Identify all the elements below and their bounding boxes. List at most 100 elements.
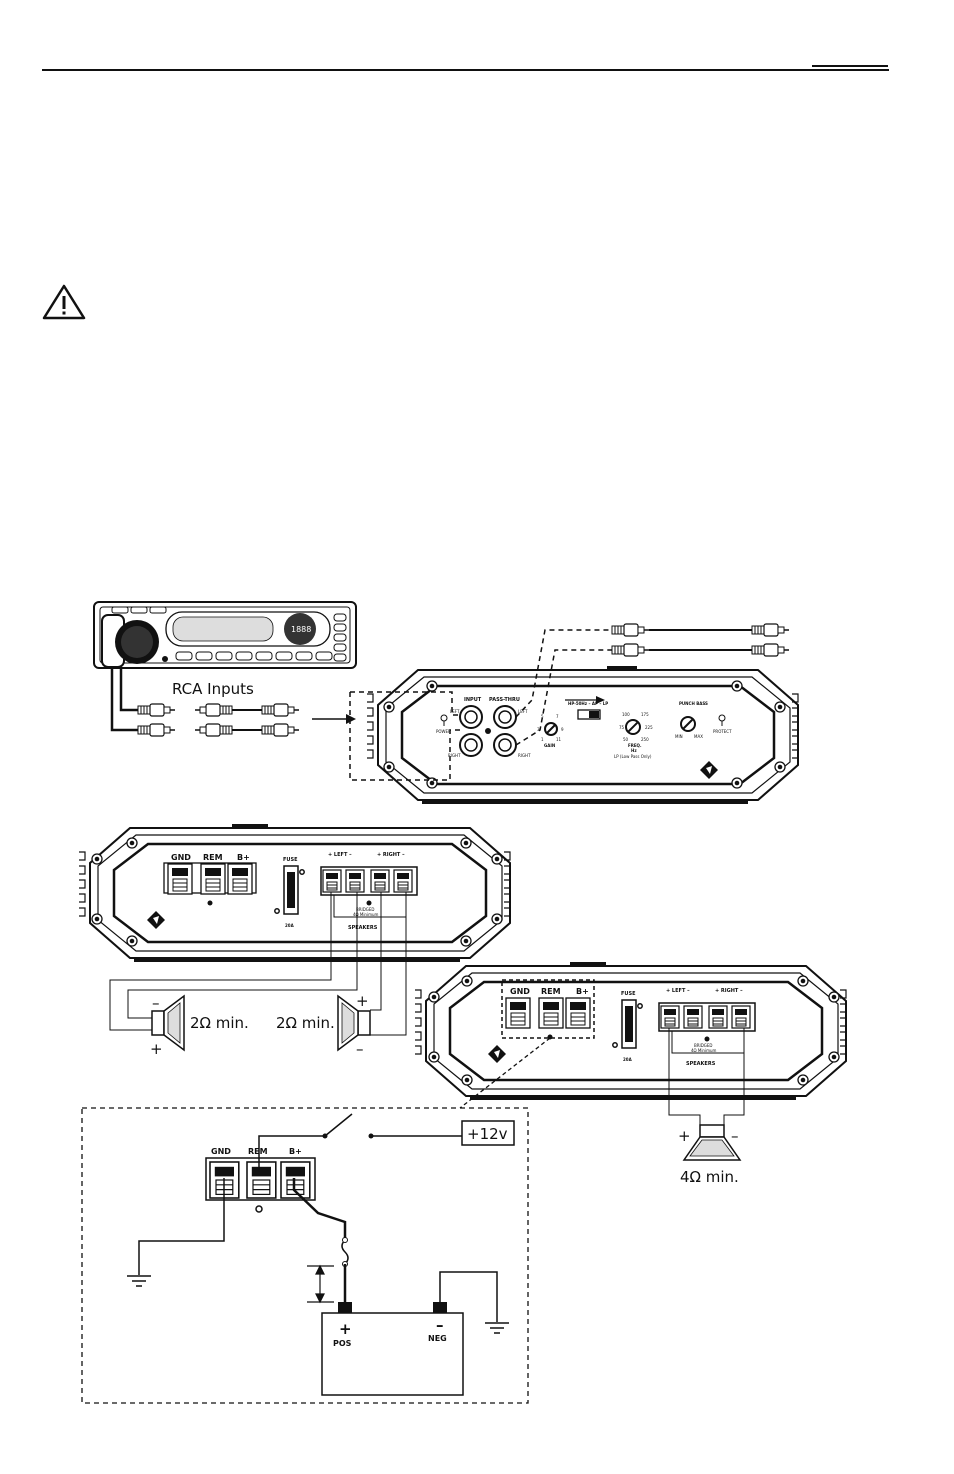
punch-bass-knob[interactable]	[680, 716, 696, 732]
speaker-terminal-left-minus	[345, 869, 365, 893]
gnd-terminal	[167, 863, 193, 895]
warning-icon	[42, 284, 86, 320]
punch-bass-label: PUNCH BASS	[679, 701, 708, 706]
amplifier-terminal-panel-bridged: GND REM B+ FUSE 20A + LEFT – + RIGHT – B…	[414, 962, 848, 1100]
speaker-terminal-right-plus	[370, 869, 390, 893]
input-left-label: LEFT	[450, 709, 460, 714]
gain-tick-3: 3	[537, 727, 540, 732]
gain-tick-9: 9	[561, 727, 564, 732]
right-channel-label: + RIGHT –	[715, 988, 743, 994]
left-speaker-plus: +	[150, 1040, 163, 1058]
rem-terminal-detail	[246, 1161, 277, 1199]
left-speaker-minus: –	[152, 994, 160, 1012]
rca-inputs-label: RCA Inputs	[172, 680, 254, 698]
battery-ground-icon	[485, 1322, 509, 1334]
speaker-wires-stereo	[109, 892, 407, 1036]
freq-tick-100: 100	[622, 712, 630, 717]
bplus-label: B+	[289, 1147, 302, 1156]
left-channel-label: + LEFT –	[666, 988, 690, 994]
input-left-jack[interactable]	[459, 705, 483, 729]
bplus-label: B+	[576, 987, 589, 996]
gain-tick-11: 11	[556, 737, 562, 742]
crossover-mode-switch[interactable]	[577, 709, 601, 720]
head-unit: 1888	[93, 601, 357, 669]
freq-knob[interactable]	[625, 719, 641, 735]
rem-label: REM	[541, 987, 561, 996]
freq-hz-label: Hz	[631, 748, 637, 753]
freq-tick-75: 75	[619, 725, 625, 730]
bridged-speaker-icon	[682, 1124, 742, 1161]
gain-label: GAIN	[544, 743, 555, 748]
remote-switch-icon	[324, 1113, 353, 1137]
mode-switch-label: HP-50Hz – AP – LP	[568, 701, 608, 706]
gain-tick-7: 7	[556, 714, 559, 719]
battery-plus-sign: +	[339, 1320, 352, 1338]
fuse-label: FUSE	[283, 857, 298, 863]
bridged-speaker-minus: –	[731, 1127, 739, 1145]
freq-tick-250: 250	[641, 737, 649, 742]
fuse-distance-indicator	[307, 1264, 334, 1304]
fuse-holder	[612, 999, 643, 1049]
pass-thru-right-label: RIGHT	[518, 753, 531, 758]
speakers-label: SPEAKERS	[348, 925, 378, 931]
pass-thru-right-jack[interactable]	[493, 733, 517, 757]
input-right-jack[interactable]	[459, 733, 483, 757]
gain-knob[interactable]	[544, 722, 558, 736]
right-speaker-minus: –	[356, 1040, 364, 1058]
bridged-speaker-plus: +	[678, 1127, 691, 1145]
twelve-volt-label: +12v	[467, 1125, 508, 1143]
gnd-label: GND	[171, 853, 191, 862]
speaker-terminal-right-minus	[731, 1005, 751, 1029]
gnd-terminal	[505, 997, 531, 1029]
rem-terminal	[200, 863, 226, 895]
signal-arrow-icon	[312, 714, 356, 724]
bridged-label: BRIDGED	[356, 907, 375, 912]
power-led-label: POWER	[436, 729, 451, 734]
freq-tick-50: 50	[623, 737, 629, 742]
power-wiring-detail: GND REM B+ +12v	[81, 1107, 529, 1404]
rca-plug-set	[137, 703, 300, 737]
right-channel-label: + RIGHT –	[377, 852, 405, 858]
left-speaker-icon	[151, 994, 185, 1052]
svg-text:1888: 1888	[291, 625, 311, 634]
freq-tick-175: 175	[641, 712, 649, 717]
pass-thru-left-jack[interactable]	[493, 705, 517, 729]
protect-led-label: PROTECT	[713, 729, 732, 734]
freq-tick-225: 225	[645, 725, 653, 730]
bridged-min-label: 4Ω Minimum	[353, 912, 379, 917]
battery-icon	[321, 1302, 464, 1396]
gain-tick-5: 5	[541, 714, 544, 719]
battery-minus-sign: –	[436, 1316, 444, 1334]
battery-neg-label: NEG	[428, 1334, 447, 1343]
input-right-label: RIGHT	[448, 753, 461, 758]
rca-cables-from-head-unit	[110, 668, 138, 732]
input-label: INPUT	[464, 697, 482, 703]
header-tab-rule	[812, 65, 888, 67]
fuse-holder	[274, 865, 305, 915]
bplus-label: B+	[237, 853, 250, 862]
gnd-label: GND	[211, 1147, 231, 1156]
inline-fuse-icon	[341, 1239, 349, 1265]
bplus-terminal	[227, 863, 253, 895]
speaker-terminal-left-plus	[660, 1005, 680, 1029]
header-rule	[42, 69, 889, 71]
bplus-terminal	[565, 997, 591, 1029]
right-speaker-plus: +	[356, 992, 369, 1010]
fuse-rating-label: 20A	[623, 1057, 633, 1062]
left-channel-label: + LEFT –	[328, 852, 352, 858]
freq-label: FREQ.	[628, 743, 642, 748]
gain-tick-1: 1	[541, 737, 544, 742]
speaker-wires-bridged	[668, 1028, 745, 1130]
signal-path-dashed	[349, 629, 612, 781]
speaker-terminal-right-plus	[708, 1005, 728, 1029]
chassis-ground-icon	[127, 1275, 151, 1287]
twelve-volt-source	[461, 1120, 515, 1146]
amplifier-terminal-panel-stereo: GND REM B+ FUSE 20A + LEFT – + RIGHT – B…	[78, 824, 512, 962]
bridged-min-label: 4Ω Minimum	[691, 1048, 717, 1053]
punch-bass-max-label: MAX	[694, 734, 703, 739]
rem-label: REM	[248, 1147, 268, 1156]
right-speaker-rating: 2Ω min.	[276, 1014, 335, 1032]
battery-pos-label: POS	[333, 1339, 352, 1348]
gnd-label: GND	[510, 987, 530, 996]
